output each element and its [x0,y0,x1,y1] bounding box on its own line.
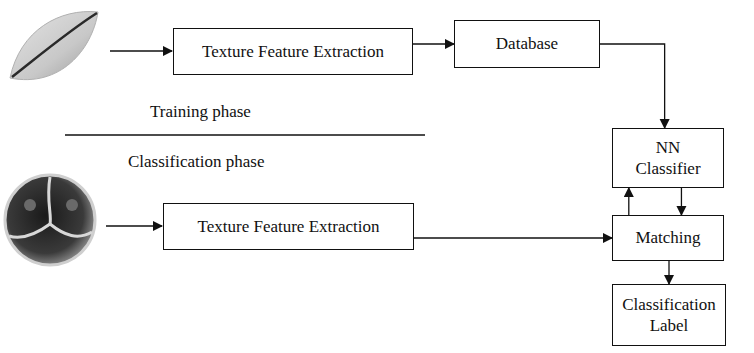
flow-arrow [600,44,665,128]
box-text: Texture Feature Extraction [198,216,380,237]
image-arrow [106,225,162,226]
pollen-highlight [66,199,78,211]
flow-arrow [681,188,682,215]
pollen-grain [5,175,95,265]
flow-arrow [628,188,629,215]
box-text: Classification Label [621,294,717,337]
pollen-highlight [24,199,36,211]
leaf-image [10,12,98,80]
phase-divider [65,134,425,135]
process-box: Texture Feature Extraction [163,203,414,250]
process-box: Texture Feature Extraction [173,28,413,75]
leaf-shape [10,12,98,80]
pollen-furrow [49,177,51,224]
box-text: NN Classifier [627,137,709,180]
box-text: Database [496,33,558,54]
flow-arrow [414,237,612,238]
box-text: Matching [635,227,700,248]
leaf-midrib [12,13,97,77]
flow-arrow [668,261,669,284]
flow-arrow [413,43,454,44]
pollen-furrow [9,224,50,237]
process-box: Classification Label [612,284,726,346]
box-text: Texture Feature Extraction [202,41,384,62]
phase-label: Classification phase [128,152,264,172]
pollen-furrow [50,224,92,236]
process-box: Matching [612,215,724,261]
process-box: Database [454,20,600,68]
phase-label: Training phase [150,102,251,122]
image-arrow [110,50,172,51]
pollen-image [5,175,95,265]
process-box: NN Classifier [612,128,724,188]
